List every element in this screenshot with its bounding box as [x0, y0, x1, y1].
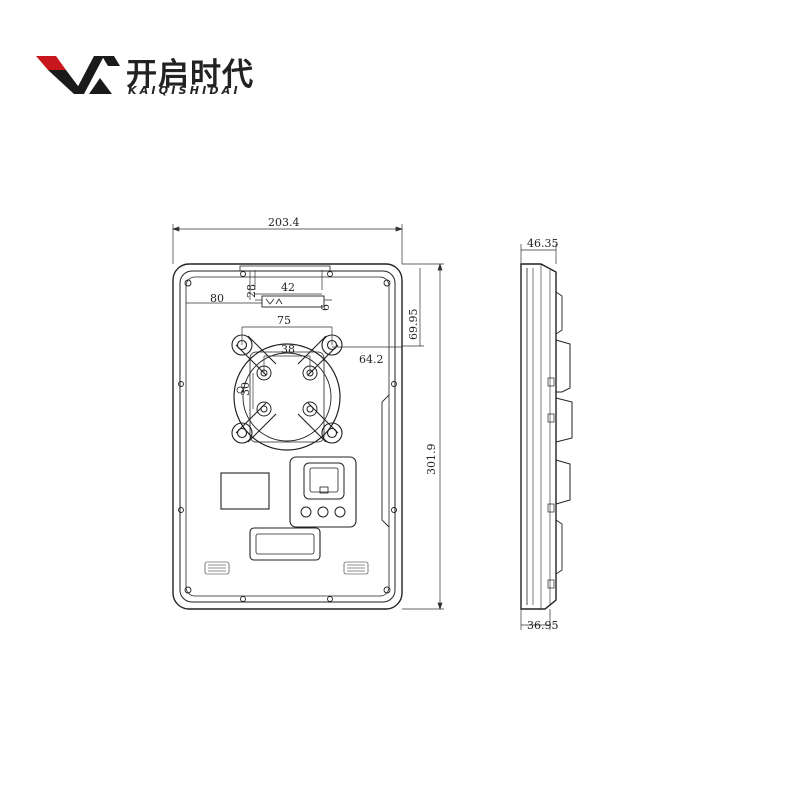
dim-42-label: 42: [281, 281, 295, 294]
dim-side-bottom-label: 36.95: [527, 619, 559, 632]
brand-name-chinese: 开启时代: [126, 57, 254, 93]
speaker-grille-right: [343, 561, 369, 575]
dim-width-label: 203.4: [268, 216, 300, 229]
front-outline: [172, 263, 403, 610]
dim-69-95-label: 69.95: [407, 309, 420, 341]
side-recess: [381, 394, 390, 528]
brand-mark-icon: [36, 56, 120, 94]
dim-30-label: 30: [239, 382, 252, 396]
side-view: [520, 263, 573, 610]
front-view: [172, 263, 403, 610]
side-protrusion-top: [555, 339, 571, 393]
front-dimensions: [171, 224, 444, 611]
dim-28-label: 28: [245, 284, 258, 298]
side-dimension-labels: 46.35 36.95: [527, 237, 559, 632]
logo-plate-mark-icon: [265, 298, 283, 305]
side-dimensions: [520, 244, 557, 630]
front-inner-rim: [179, 270, 396, 603]
dim-side-top-label: 46.35: [527, 237, 559, 250]
display-module: [289, 456, 357, 528]
front-inner-rim-2: [185, 276, 390, 597]
front-dimension-labels: 203.4 301.9 69.95 42 28 80 9 75 38 64.2 …: [210, 216, 438, 475]
card-reader-window: [220, 472, 270, 510]
brand-name-english: KAIQISHIDAI: [128, 84, 241, 97]
dim-38-label: 38: [281, 343, 295, 356]
dim-height-label: 301.9: [425, 444, 438, 476]
dim-80-label: 80: [210, 292, 224, 305]
brand-logo: 开启时代 KAIQISHIDAI: [34, 48, 274, 104]
logo-plate: [261, 295, 325, 308]
side-protrusion-mid: [555, 397, 573, 443]
lower-slot: [249, 527, 321, 561]
fan-mount: [231, 334, 343, 451]
side-protrusion-bottom: [555, 459, 571, 505]
screw-bosses: [178, 271, 397, 602]
dim-9-label: 9: [318, 304, 331, 311]
side-outline: [520, 263, 557, 610]
dim-75-label: 75: [277, 314, 291, 327]
dim-64-2-label: 64.2: [359, 353, 384, 366]
speaker-grille-left: [204, 561, 230, 575]
